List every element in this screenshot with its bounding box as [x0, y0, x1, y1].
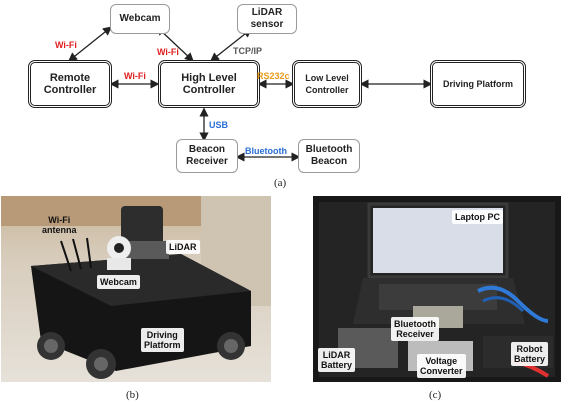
label-wifi-antenna: Wi-Fi antenna	[39, 213, 80, 237]
caption-c: (c)	[429, 389, 441, 401]
node-beacon-receiver: Beacon Receiver	[176, 139, 238, 173]
node-remote-controller: Remote Controller	[28, 60, 112, 108]
label-lidar-battery: LiDAR Battery	[318, 348, 355, 372]
node-driving-platform: Driving Platform	[430, 60, 526, 108]
node-webcam: Webcam	[110, 4, 170, 34]
label-remote-high: Wi-Fi	[124, 71, 146, 81]
label-beacon-bluetooth: Bluetooth	[245, 146, 287, 156]
label-high-webcam: Wi-Fi	[157, 47, 179, 57]
node-high-level-controller: High Level Controller	[158, 60, 260, 108]
photo-robot: Wi-Fi antenna LiDAR Webcam Driving Platf…	[1, 196, 271, 382]
label-remote-webcam: Wi-Fi	[55, 40, 77, 50]
label-bluetooth-receiver: Bluetooth Receiver	[391, 317, 439, 341]
label-lidar: LiDAR	[166, 240, 200, 254]
label-high-lidar: TCP/IP	[233, 46, 262, 56]
label-high-low: RS232c	[257, 71, 290, 81]
node-lidar-sensor: LiDAR sensor	[237, 4, 297, 34]
label-laptop-pc: Laptop PC	[452, 210, 503, 224]
caption-b: (b)	[126, 389, 139, 401]
label-driving-platform: Driving Platform	[141, 328, 184, 352]
photo-internals: Laptop PC Bluetooth Receiver LiDAR Batte…	[313, 196, 561, 382]
caption-a: (a)	[274, 177, 286, 189]
node-low-level-controller: Low Level Controller	[292, 60, 362, 108]
node-bluetooth-beacon: Bluetooth Beacon	[298, 139, 360, 173]
label-robot-battery: Robot Battery	[511, 342, 548, 366]
node-lidar-text: LiDAR sensor	[251, 7, 284, 31]
label-voltage-converter: Voltage Converter	[417, 354, 466, 378]
label-high-beacon: USB	[209, 120, 228, 130]
label-webcam: Webcam	[97, 275, 140, 289]
